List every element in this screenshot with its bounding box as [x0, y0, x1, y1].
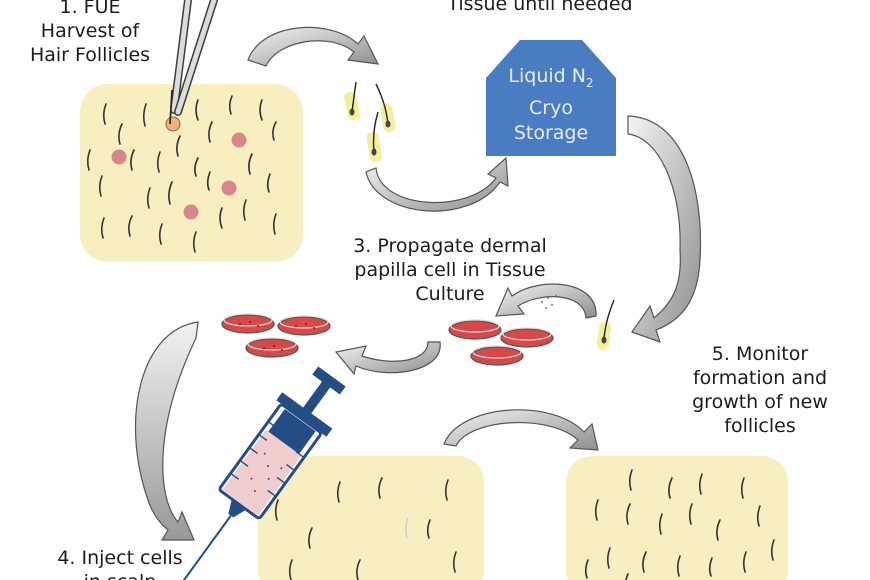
curved-arrow-icon	[495, 283, 597, 319]
hair-follicle-icon	[596, 299, 615, 351]
step1-line1: 1. FUE	[59, 0, 121, 18]
petri-dish-icon	[245, 337, 299, 358]
petri-dish-icon	[500, 327, 554, 348]
hair-follicle-icon	[344, 81, 360, 121]
storage-line1: Liquid N2	[508, 65, 594, 90]
petri-dish-icon	[277, 315, 331, 336]
step5-line4: follicles	[724, 415, 796, 437]
step5-line2: formation and	[692, 367, 828, 389]
step4-line1: 4. Inject cells	[57, 547, 183, 569]
step2-line1: Tissue until needed	[447, 0, 633, 15]
storage-line2: Cryo	[529, 96, 573, 119]
step5-line1: 5. Monitor	[711, 343, 809, 365]
curved-arrow-icon	[247, 26, 380, 67]
result-skin-patch	[566, 456, 788, 580]
donor-skin-patch	[80, 84, 303, 262]
curved-arrow-icon	[443, 409, 599, 451]
step3-line3: Culture	[415, 283, 485, 305]
curved-arrow-icon	[365, 156, 509, 212]
syringe-icon	[175, 366, 346, 580]
recipient-skin-patch	[258, 456, 484, 580]
petri-dish-icon	[448, 319, 502, 340]
step2-label: Tissue until needed	[420, 0, 660, 16]
step3-line1: 3. Propagate dermal	[353, 235, 547, 257]
hair-follicle-icon	[366, 111, 382, 163]
step1-line3: Hair Follicles	[29, 44, 151, 66]
storage-tank-icon	[486, 40, 616, 156]
step5-line3: growth of new	[692, 391, 828, 413]
step5-label: 5. Monitor formation and growth of new f…	[660, 342, 860, 438]
storage-label: Liquid N2 Cryo Storage	[486, 64, 616, 146]
step3-label: 3. Propagate dermal papilla cell in Tiss…	[320, 234, 580, 306]
storage-line3: Storage	[513, 121, 589, 144]
forceps-icon	[169, 0, 218, 125]
curved-arrow-icon	[134, 321, 199, 541]
step3-line2: papilla cell in Tissue	[354, 259, 546, 281]
hair-follicle-icon	[375, 83, 396, 133]
step1-label: 1. FUE Harvest of Hair Follicles	[0, 0, 180, 67]
curved-arrow-icon	[627, 115, 702, 343]
step4-label: 4. Inject cells in scalp	[20, 546, 220, 580]
petri-dish-icon	[221, 313, 275, 334]
petri-dish-icon	[470, 345, 524, 366]
curved-arrow-icon	[334, 341, 441, 376]
step1-line2: Harvest of	[40, 20, 140, 42]
step4-line2: in scalp	[20, 570, 220, 580]
